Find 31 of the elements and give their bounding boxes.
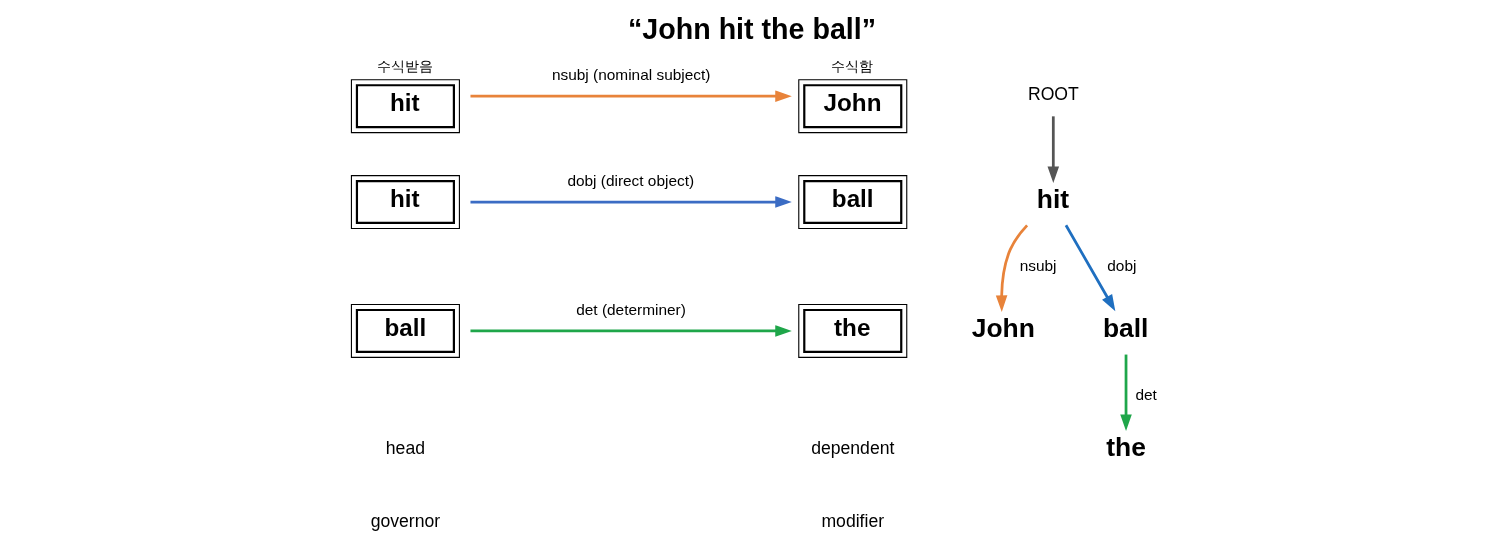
- node-text: John: [971, 312, 1035, 343]
- node-label: 수식함: [831, 58, 874, 75]
- node-label: 수식받음: [376, 58, 433, 75]
- edge-label: det: [1135, 386, 1157, 404]
- arrow: [1064, 224, 1116, 312]
- node-text: hit: [1036, 183, 1070, 214]
- node-text: the: [1106, 431, 1146, 462]
- node-text: ball: [1102, 312, 1149, 343]
- label: dependent: [811, 438, 895, 459]
- edge-label: dobj: [1107, 257, 1137, 275]
- arrow: [995, 224, 1029, 312]
- edge-label: det (determiner): [576, 301, 686, 319]
- arrow: [1047, 116, 1060, 183]
- diagram-title: “John hit the ball”: [627, 12, 877, 45]
- node-box: hit: [350, 175, 460, 229]
- node-box: the: [798, 303, 908, 358]
- node-box: hit: [350, 79, 460, 134]
- edge-label: nsubj (nominal subject): [551, 66, 711, 84]
- edge-label: nsubj: [1019, 257, 1057, 275]
- arrow: [470, 90, 792, 103]
- node-box: ball: [798, 175, 908, 229]
- arrow: [470, 325, 792, 337]
- node-box: John: [798, 79, 908, 134]
- arrow: [470, 196, 792, 208]
- label: head: [385, 438, 426, 459]
- node-text: ROOT: [1027, 84, 1079, 105]
- label: governor: [370, 510, 441, 531]
- node-box: ball: [350, 303, 460, 358]
- label: modifier: [821, 510, 885, 531]
- arrow: [1120, 354, 1132, 431]
- edge-label: dobj (direct object): [567, 172, 695, 190]
